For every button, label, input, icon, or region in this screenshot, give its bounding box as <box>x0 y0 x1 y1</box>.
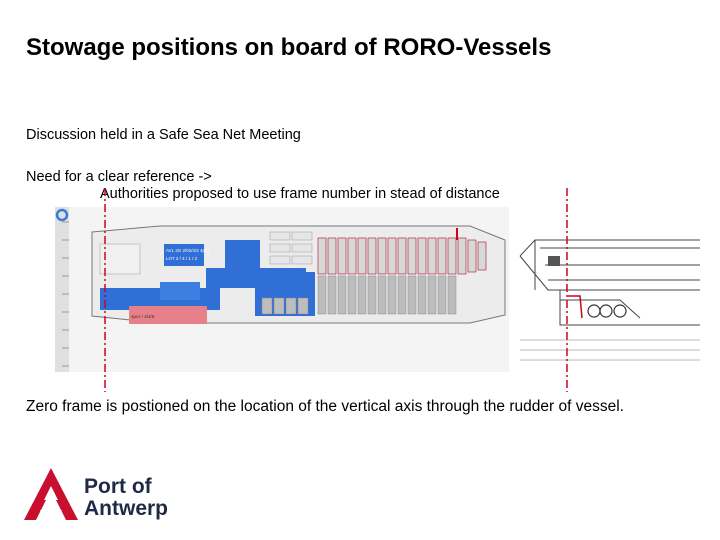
deck-plan: AVL 3G 2/02/4/2 4pcs LOT 2 / 4 / 1 / 2 4… <box>55 207 509 372</box>
slide-title: Stowage positions on board of RORO-Vesse… <box>26 34 552 61</box>
authorities-text: Authorities proposed to use frame number… <box>100 186 500 202</box>
app-logo-icon <box>55 208 69 222</box>
need-reference-text: Need for a clear reference -> <box>26 169 212 185</box>
deck-label-3: 4pcs / 4/4/6 <box>131 314 155 319</box>
deck-label-2: LOT 2 / 4 / 1 / 2 <box>166 256 198 261</box>
deck-label-1: AVL 3G 2/02/4/2 4pcs <box>166 248 210 253</box>
discussion-text: Discussion held in a Safe Sea Net Meetin… <box>26 127 301 143</box>
caption-text: Zero frame is postioned on the location … <box>26 398 624 415</box>
logo-line-1: Port of <box>84 475 152 498</box>
logo-line-2: Antwerp <box>84 497 168 520</box>
ship-side-view <box>509 207 700 372</box>
logo-wordmark: Port of Antwerp <box>84 476 168 520</box>
port-of-antwerp-logo-icon <box>24 468 78 520</box>
